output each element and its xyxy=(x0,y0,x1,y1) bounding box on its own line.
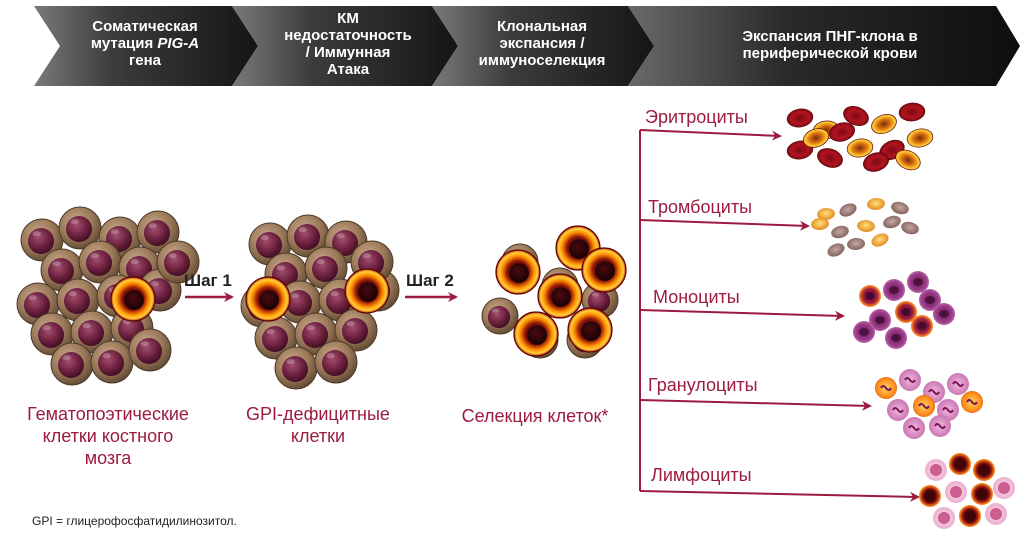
normal-cell xyxy=(70,310,114,354)
normal-cell xyxy=(50,342,94,386)
celltype-lymphocytes: Лимфоциты xyxy=(651,465,752,485)
gpi-deficient-cell xyxy=(110,276,156,322)
celltype-erythrocytes: Эритроциты xyxy=(645,107,748,127)
gpi-deficient-cell xyxy=(581,247,627,293)
platelet xyxy=(867,197,885,211)
platelet xyxy=(883,215,901,229)
normal-cell xyxy=(56,278,100,322)
celltype-monocytes: Моноциты xyxy=(653,287,740,307)
erythrocyte xyxy=(786,108,814,128)
footnote: GPI = глицерофосфатидилинозитол. xyxy=(32,514,237,528)
cluster-hsc xyxy=(16,206,200,386)
platelet xyxy=(901,221,919,235)
cluster-gpi-deficient xyxy=(240,214,400,390)
lymphocytes-image xyxy=(919,453,1015,529)
hsc-label: Гематопоэтические клетки костного мозга xyxy=(27,404,189,468)
gpi-deficient-cell xyxy=(513,311,559,357)
platelet xyxy=(817,207,835,221)
erythrocyte xyxy=(871,114,897,134)
normal-cell xyxy=(334,308,378,352)
erythrocyte xyxy=(843,106,869,126)
erythrocyte xyxy=(863,152,889,172)
monocytes-image xyxy=(853,271,955,349)
step-2-label: Шаг 2 xyxy=(406,271,454,290)
platelet xyxy=(891,201,909,215)
stage-chevron-3 xyxy=(432,6,654,86)
normal-cell xyxy=(286,214,330,258)
stage-3-text: Клональная экспансия / иммуноселекция xyxy=(478,18,606,69)
stage-chevron-4 xyxy=(628,6,1020,86)
branch-arrow xyxy=(639,490,920,502)
normal-cell xyxy=(314,340,358,384)
platelet xyxy=(811,217,829,231)
cluster-selection xyxy=(481,225,627,359)
branch-arrow xyxy=(639,399,872,411)
stage-chevron-2 xyxy=(232,6,458,86)
platelets-image xyxy=(811,197,919,257)
process-banner xyxy=(34,6,1020,86)
platelet xyxy=(827,243,845,257)
platelet xyxy=(857,219,875,233)
branch-arrow xyxy=(639,129,782,141)
normal-cell xyxy=(78,240,122,284)
platelet xyxy=(871,233,889,247)
normal-cell xyxy=(274,346,318,390)
step-1-label: Шаг 1 xyxy=(184,271,232,290)
normal-cell xyxy=(278,280,322,324)
erythrocyte xyxy=(828,122,856,142)
stage-chevron-1 xyxy=(34,6,258,86)
celltype-granulocytes: Гранулоциты xyxy=(648,375,758,395)
stage-1-text: Соматическая мутация PIG-A гена xyxy=(90,18,200,69)
cell-selection-label: Селекция клеток* xyxy=(461,406,609,426)
normal-cell xyxy=(90,340,134,384)
granulocytes-image xyxy=(875,369,983,439)
normal-cell xyxy=(304,246,348,290)
gpi-deficient-cell xyxy=(567,307,613,353)
normal-cell xyxy=(254,316,298,360)
normal-cell xyxy=(30,312,74,356)
gpi-deficient-cell xyxy=(495,249,541,295)
normal-cell xyxy=(40,248,84,292)
erythrocyte xyxy=(817,148,843,168)
normal-cell xyxy=(58,206,102,250)
erythrocyte xyxy=(803,128,829,148)
normal-cell xyxy=(136,210,180,254)
gpi-deficient-cell xyxy=(537,273,583,319)
normal-cell xyxy=(156,240,200,284)
erythrocyte xyxy=(898,102,926,122)
stage-2-text: КМ недостаточность / Иммунная Атака xyxy=(284,10,412,78)
erythrocyte xyxy=(846,138,874,158)
gpi-deficient-cell xyxy=(344,268,390,314)
stage-4-text: Экспансия ПНГ-клона в периферической кро… xyxy=(742,28,918,62)
erythrocyte xyxy=(895,149,921,171)
erythrocyte xyxy=(906,128,934,148)
platelet xyxy=(839,203,857,217)
normal-cell xyxy=(481,297,519,335)
gpi-deficient-cell xyxy=(245,276,291,322)
branch-arrow xyxy=(639,309,845,321)
erythrocytes-image xyxy=(786,102,934,172)
platelet xyxy=(847,237,865,251)
celltype-platelets: Тромбоциты xyxy=(648,197,753,217)
normal-cell xyxy=(128,328,172,372)
platelet xyxy=(831,225,849,239)
gpi-deficient-label: GPI-дефицитные клетки xyxy=(246,404,390,446)
branch-arrow xyxy=(639,219,810,231)
